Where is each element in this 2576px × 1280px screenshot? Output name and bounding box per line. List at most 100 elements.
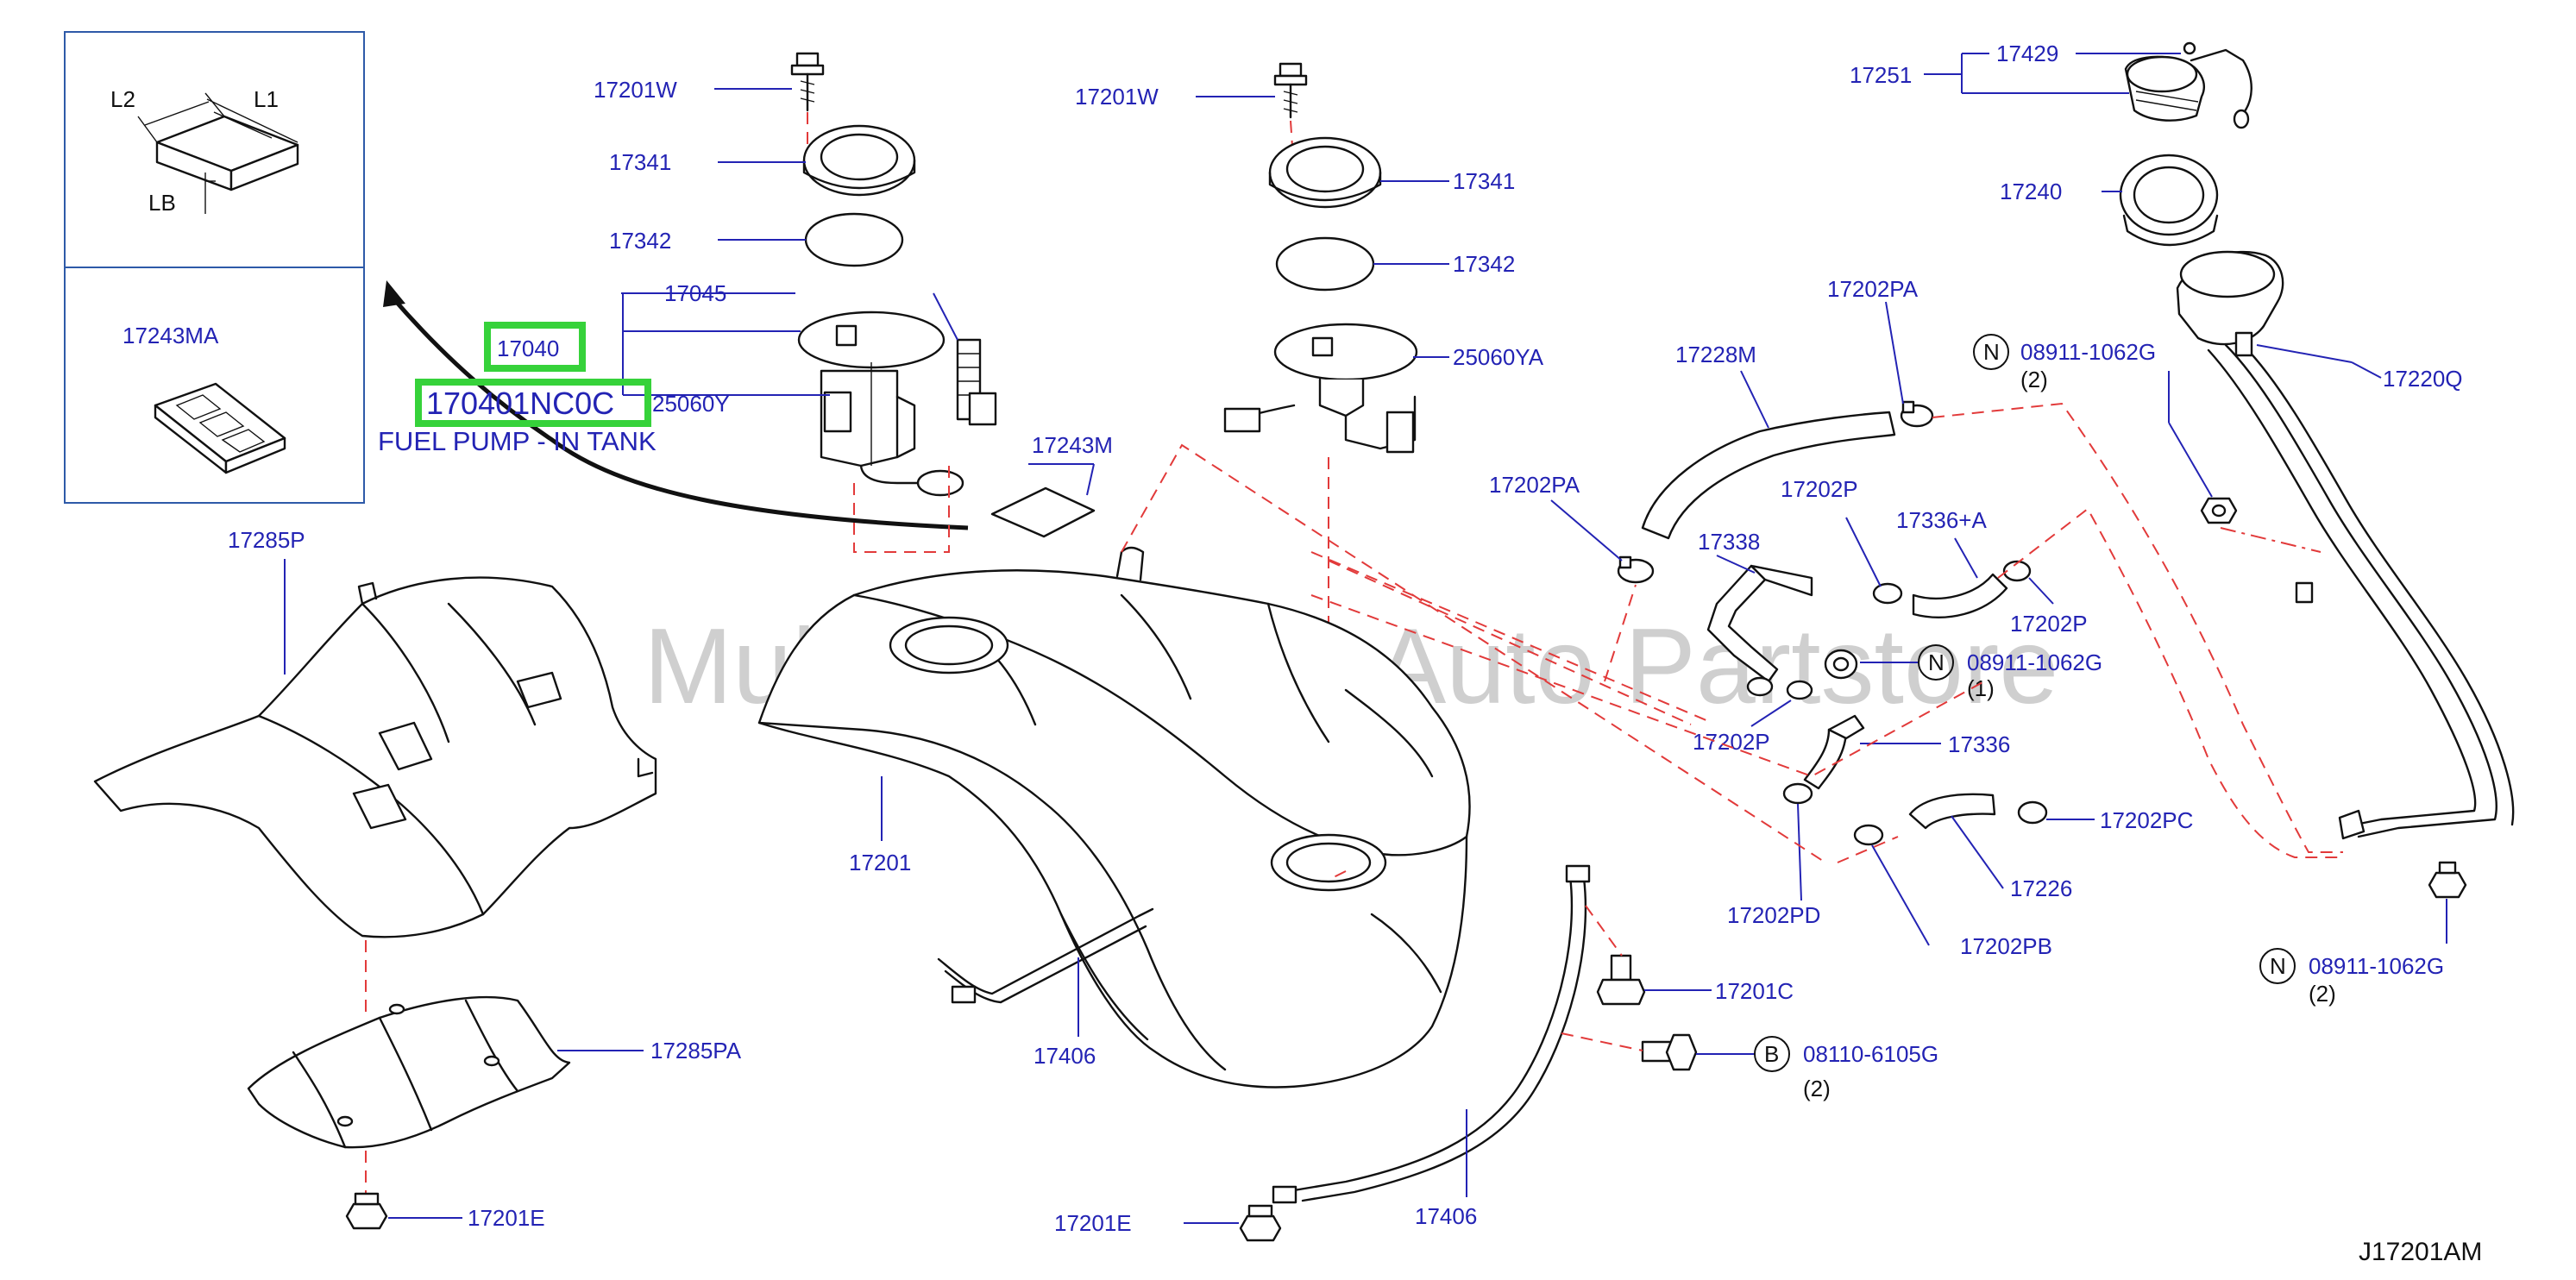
label-17045: 17045 [664,280,726,306]
fuel-tank [757,546,1471,1089]
hose-17336A [1912,573,2008,618]
marker-n-top: N [1983,339,2000,365]
grommet-08911-bottom [2428,861,2467,899]
clamp-17202P-b [2002,560,2032,582]
label-17243MA: 17243MA [123,323,219,348]
nut-17201E-left [345,1192,388,1230]
highlight-17040 [484,322,586,372]
label-17202PC: 17202PC [2100,807,2193,833]
wiring-connector [956,338,997,426]
label-17202P-c: 17202P [1693,729,1770,755]
label-17336A: 17336+A [1896,507,1987,533]
marker-b: B [1764,1041,1779,1067]
label-17201: 17201 [849,850,911,875]
label-17406-right: 17406 [1415,1203,1477,1229]
bolt-17201W-left [790,52,825,112]
bolt-marker-circle [1754,1036,1790,1072]
label-17226: 17226 [2010,875,2072,901]
sender-group [1223,62,1418,638]
n-marker-circle-bottom [2259,948,2296,984]
clamp-17202P-a [1872,582,1903,605]
heat-shield-17285PA [247,995,571,1149]
marker-n-bottom: N [2270,953,2286,979]
filler-cap-17251 [2124,41,2252,129]
strap-17406-left [937,907,1154,1004]
highlight-170401NC0C [415,379,651,427]
dim-l2-label: L2 [110,86,135,112]
clamp-17202PA-left [1617,555,1655,584]
dim-lb-label: LB [148,190,176,216]
o-ring-17342-left [804,212,904,267]
o-ring-17342-right [1275,236,1375,292]
label-17201W-right: 17201W [1075,84,1159,110]
label-17202PA-left: 17202PA [1489,472,1580,498]
bolt-17201C [1596,954,1646,1006]
qty-08110-6105G: (2) [1803,1076,1831,1101]
grommet-08911-mid [1824,649,1858,680]
strap-17406-right [1272,864,1591,1204]
label-08911-mid: 08911-1062G [1967,649,2102,675]
heat-shield-17285P [93,576,657,938]
grommet-08911-top [2200,497,2238,524]
pointer-arrow [383,280,969,530]
label-17201W-left: 17201W [594,77,677,103]
hose-17226 [1908,793,1996,830]
fuel-pump-module [797,311,964,497]
label-17220Q: 17220Q [2383,366,2463,392]
label-17202PA-top: 17202PA [1827,276,1919,302]
label-17202PD: 17202PD [1727,902,1820,928]
label-17240: 17240 [2000,179,2062,204]
label-17341-left: 17341 [609,149,671,175]
caption-fuel-pump: FUEL PUMP - IN TANK [378,426,657,456]
label-17341-right: 17341 [1453,168,1515,194]
dimension-pad-drawing [137,92,299,214]
label-08911-top: 08911-1062G [2020,339,2156,365]
label-17201E-right: 17201E [1054,1210,1132,1236]
pad-17243M [990,486,1096,538]
label-17201E-left: 17201E [468,1205,545,1231]
fuel-pump-group [790,52,1096,553]
label-17040: 17040 [497,336,559,361]
hose-17338 [1706,564,1813,683]
label-08911-bottom: 08911-1062G [2309,953,2444,979]
label-17342-right: 17342 [1453,251,1515,277]
label-25060Y: 25060Y [652,391,730,417]
qty-08911-mid: (1) [1967,675,1995,701]
clamp-17202PA-top [1900,400,1934,428]
marker-n-mid: N [1928,649,1945,675]
fuel-sender-module [1223,323,1418,454]
filler-tube-17220Q [2176,250,2515,840]
pad-17243MA-drawing [154,382,286,474]
label-17338: 17338 [1698,529,1760,555]
n-marker-circle-top [1973,334,2009,370]
label-17201C: 17201C [1715,978,1794,1004]
label-170401NC0C: 170401NC0C [426,386,614,421]
bolt-08110-6105G [1641,1033,1698,1071]
label-17202P-a: 17202P [1781,476,1858,502]
retainer-ring-17341-right [1268,136,1382,209]
label-17251: 17251 [1850,62,1912,88]
nut-17201E-right [1239,1204,1282,1242]
bolt-17201W-right [1273,62,1308,119]
clamp-17202PC [2017,800,2048,825]
dim-l1-label: L1 [254,86,279,112]
inset-box: L2 L1 LB 17243MA [64,31,365,504]
clamp-17202P-c [1746,676,1813,700]
n-marker-circle-mid [1918,644,1954,681]
filler-neck-17240 [2119,154,2219,247]
label-17228M: 17228M [1675,342,1756,367]
label-17429: 17429 [1996,41,2058,66]
label-17202P-b: 17202P [2010,611,2088,637]
diagram-code: J17201AM [2359,1238,2482,1266]
label-25060YA: 25060YA [1453,344,1544,370]
label-17202PB: 17202PB [1960,933,2052,959]
clamp-17202PD [1782,782,1813,805]
retainer-ring-17341-left [802,124,916,197]
label-08110-6105G: 08110-6105G [1803,1041,1938,1067]
label-17285P: 17285P [228,527,305,553]
qty-08911-top: (2) [2020,367,2048,392]
qty-08911-bottom: (2) [2309,981,2336,1007]
routing-lines [1121,402,2343,881]
hose-17228M [1641,411,1896,540]
